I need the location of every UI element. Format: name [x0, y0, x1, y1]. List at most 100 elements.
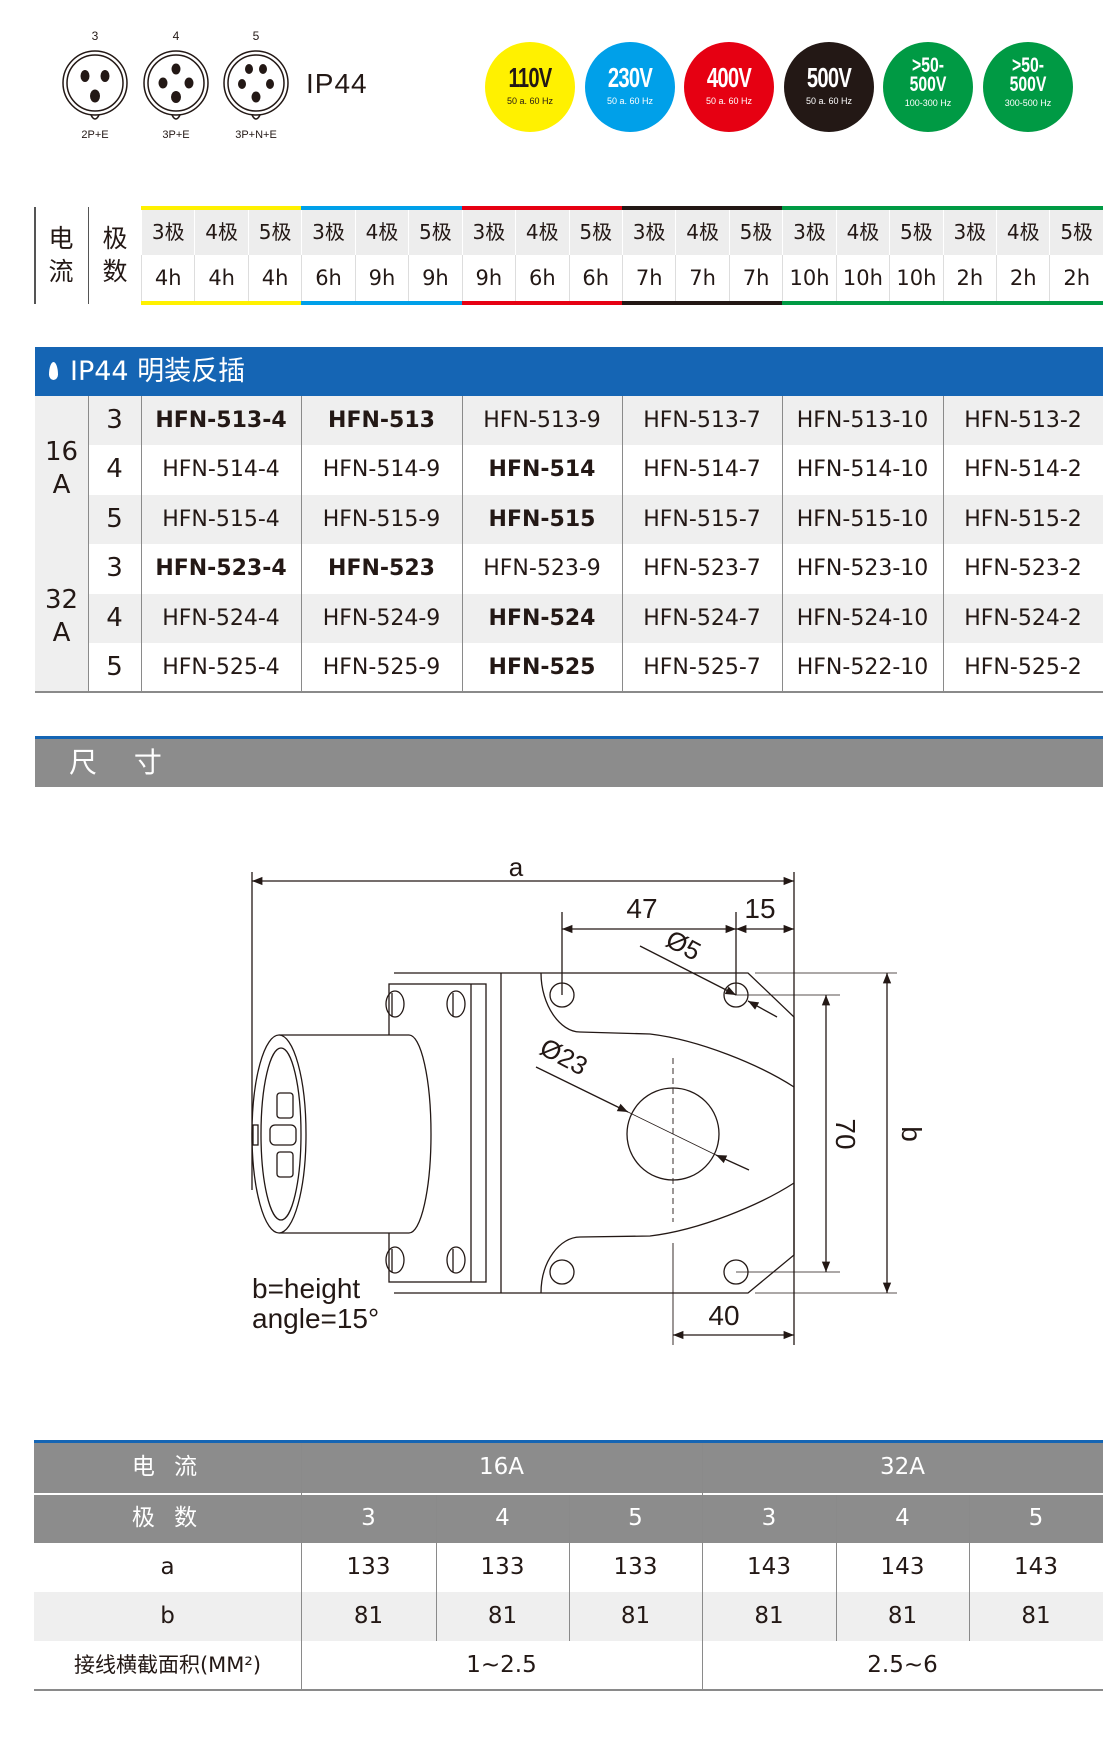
- color-hour-cell: 9h: [354, 255, 409, 302]
- plug-poles-label: 5: [252, 29, 260, 43]
- pole-count-cell: 5极: [728, 210, 783, 255]
- a-value: 143: [747, 1554, 791, 1580]
- pole-count-cell: 3极: [301, 210, 355, 255]
- pole-count-cell: 5极: [568, 210, 622, 255]
- poles-value: 4: [895, 1505, 910, 1531]
- color-hour-cell: 10h: [835, 255, 890, 302]
- dim-a-label: a: [509, 852, 524, 882]
- wire-section-value: 1~2.5: [466, 1652, 537, 1678]
- poles-cell: 3: [106, 405, 123, 435]
- model-number-cell: HFN-514-7: [643, 457, 761, 483]
- plug-type-label: 3P+E: [162, 129, 190, 141]
- frequency-label: 50 a. 60 Hz: [606, 96, 654, 106]
- poles-value: 3: [761, 1505, 777, 1531]
- current-value: A: [52, 470, 71, 500]
- voltage-value: 230V: [607, 62, 653, 93]
- poles-cell: 4: [106, 602, 123, 633]
- color-hour-cell: 2h: [996, 255, 1050, 302]
- dimensions-section-header: 尺 寸: [35, 736, 1103, 787]
- voltage-value: >50-: [912, 54, 944, 77]
- current-value: 32: [44, 585, 79, 616]
- model-number-cell: HFN-515-2: [964, 506, 1082, 532]
- water-drop-icon: [49, 362, 58, 380]
- plug-4pin-icon: [143, 50, 209, 120]
- model-number-cell: HFN-515-4: [162, 506, 280, 532]
- voltage-badge: 230V 50 a. 60 Hz: [585, 42, 675, 132]
- color-hour-cell: 4h: [247, 255, 302, 302]
- poles-label-char: 数: [102, 257, 128, 286]
- model-number-cell: HFN-523-7: [643, 556, 761, 582]
- poles-cell: 4: [106, 454, 123, 485]
- model-number-cell: HFN-514-2: [964, 457, 1082, 483]
- model-number-cell: HFN-522-10: [796, 655, 929, 680]
- plug-type-label: 3P+N+E: [235, 129, 277, 141]
- poles-header: 极 数: [131, 1505, 204, 1531]
- plug-poles-label: 4: [172, 29, 180, 43]
- model-number-cell: HFN-524-10: [796, 605, 929, 631]
- dim-70-label: 70: [830, 1118, 861, 1149]
- column-divider: [782, 396, 783, 692]
- pole-count-cell: 5极: [1049, 210, 1103, 255]
- dimensions-title: 尺 寸: [69, 746, 176, 779]
- column-divider: [702, 1443, 703, 1690]
- pole-count-cell: 3极: [141, 210, 195, 255]
- frequency-label: 50 a. 60 Hz: [805, 96, 853, 106]
- current-label-char: 电: [48, 224, 74, 253]
- dim-40-label: 40: [708, 1300, 739, 1331]
- model-number-cell: HFN-514: [488, 457, 596, 483]
- row-label-a: a: [160, 1554, 175, 1580]
- model-number-cell: HFN-523-9: [483, 556, 601, 582]
- a-value: 143: [1014, 1554, 1058, 1580]
- poles-value: 5: [1028, 1505, 1044, 1531]
- color-hour-cell: 10h: [782, 255, 836, 302]
- color-bar: [461, 301, 622, 305]
- color-bar: [782, 206, 943, 210]
- poles-label: 极数: [95, 222, 135, 288]
- current-label: 电流: [41, 222, 81, 288]
- model-number-cell: HFN-524-7: [643, 605, 761, 631]
- column-divider: [88, 396, 89, 692]
- model-number-cell: HFN-513-9: [483, 408, 601, 433]
- poles-cell: 5: [106, 503, 123, 534]
- color-hour-cell: 9h: [461, 255, 516, 302]
- model-number-cell: HFN-523-4: [155, 556, 287, 582]
- pole-count-cell: 4极: [515, 210, 569, 255]
- voltage-value: 500V: [909, 73, 947, 96]
- color-hour-cell: 6h: [568, 255, 622, 302]
- header-row: [34, 1443, 1103, 1493]
- poles-value: 3: [361, 1505, 376, 1531]
- divider: [34, 207, 36, 304]
- frequency-label: 50 a. 60 Hz: [705, 96, 753, 106]
- model-number-cell: HFN-523-2: [964, 556, 1082, 582]
- b-value: 81: [353, 1603, 384, 1629]
- column-divider: [301, 1443, 302, 1690]
- model-number-cell: HFN-525-2: [964, 655, 1082, 680]
- pole-count-cell: 3极: [621, 210, 676, 255]
- model-number-cell: HFN-514-9: [322, 457, 441, 483]
- a-value: 133: [480, 1554, 525, 1580]
- ip-rating: IP44: [306, 68, 368, 99]
- column-divider: [943, 396, 944, 692]
- current-header: 电 流: [131, 1454, 204, 1480]
- divider: [34, 1493, 1103, 1495]
- divider: [88, 207, 89, 304]
- color-hour-cell: 4h: [194, 255, 248, 302]
- model-number-cell: HFN-513-2: [964, 408, 1082, 433]
- product-section-title: IP44 明装反插: [70, 356, 246, 387]
- color-hour-cell: 7h: [675, 255, 729, 302]
- wire-section-value: 2.5~6: [867, 1652, 938, 1678]
- voltage-value: 500V: [1009, 73, 1047, 96]
- column-divider: [569, 1495, 570, 1641]
- voltage-value: 110V: [508, 62, 552, 93]
- model-number-cell: HFN-513-4: [155, 408, 287, 433]
- table-top-border: [34, 1440, 1103, 1443]
- pole-count-cell: 4极: [835, 210, 890, 255]
- frequency-label: 100-300 Hz: [904, 98, 952, 108]
- poles-value: 4: [495, 1505, 510, 1531]
- pole-count-cell: 4极: [354, 210, 409, 255]
